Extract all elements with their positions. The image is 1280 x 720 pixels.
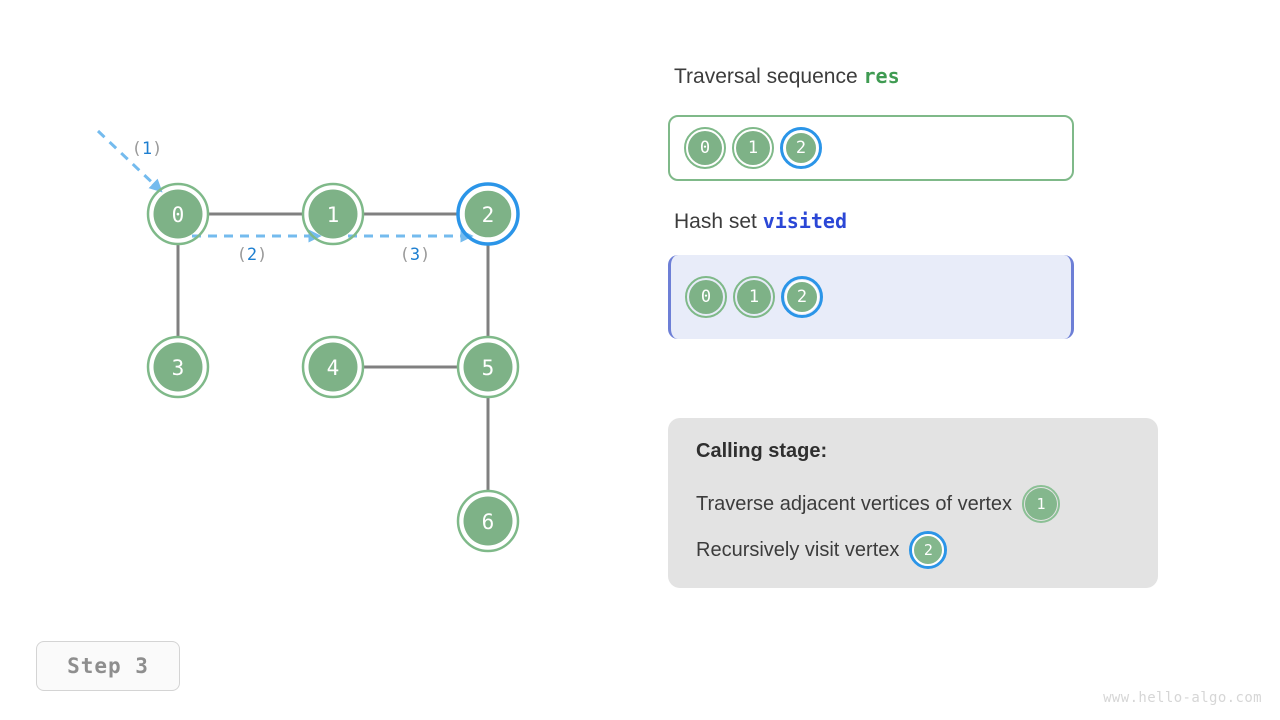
token-ring xyxy=(685,276,727,318)
visited-caption-prefix: Hash set xyxy=(674,210,757,233)
graph-edge-layer xyxy=(176,212,490,491)
token-label: 2 xyxy=(796,287,808,307)
step-badge: Step 3 xyxy=(36,641,180,691)
traversal-order-label: (3) xyxy=(400,245,431,265)
graph-node[interactable]: 5 xyxy=(456,335,520,399)
graph-node[interactable]: 6 xyxy=(456,489,520,553)
graph-node[interactable]: 4 xyxy=(301,335,365,399)
node-outer-ring xyxy=(301,182,365,246)
node-label: 2 xyxy=(482,203,495,227)
token-fill xyxy=(784,131,818,165)
badge-ring xyxy=(909,531,948,569)
calling-stage-line: Recursively visit vertex 2 xyxy=(696,531,1130,569)
token-ring xyxy=(732,127,774,169)
token-label: 0 xyxy=(700,287,712,307)
graph-panel: 0 1 2 3 4 5 6 (1) (2) (3) Step 3 xyxy=(36,129,520,691)
node-label: 1 xyxy=(327,203,340,227)
calling-stage-vertex-badge: 2 xyxy=(909,531,948,569)
node-fill xyxy=(153,189,203,239)
token-label: 0 xyxy=(699,138,711,158)
visited-token: 2 xyxy=(781,276,823,318)
node-outer-ring xyxy=(301,335,365,399)
traversal-arrow xyxy=(96,129,163,193)
node-fill xyxy=(308,342,358,392)
calling-stage-line: Traverse adjacent vertices of vertex 1 xyxy=(696,485,1130,523)
visited-token: 0 xyxy=(685,276,727,318)
visited-caption: Hash set visited xyxy=(674,209,847,234)
token-fill xyxy=(736,131,770,165)
visited-box: 0 1 2 xyxy=(668,255,1074,339)
graph-node[interactable]: 2 xyxy=(456,182,520,246)
graph-node[interactable]: 3 xyxy=(146,335,210,399)
node-label: 3 xyxy=(172,356,185,380)
token-fill xyxy=(737,280,771,314)
node-fill xyxy=(308,189,358,239)
graph-arrow-label-layer: (1) (2) (3) xyxy=(132,139,431,265)
token-label: 1 xyxy=(747,138,759,158)
token-label: 2 xyxy=(795,138,807,158)
node-label: 5 xyxy=(482,356,495,380)
token-ring xyxy=(780,127,822,169)
graph-node[interactable]: 1 xyxy=(301,182,365,246)
graph-node-layer: 0 1 2 3 4 5 6 xyxy=(146,182,520,553)
calling-stage-vertex-badge: 1 xyxy=(1022,485,1061,523)
calling-stage-line-text: Traverse adjacent vertices of vertex xyxy=(696,492,1013,515)
graph-canvas: 0 1 2 3 4 5 6 (1) (2) (3) xyxy=(96,129,520,553)
res-caption-code: res xyxy=(863,64,900,88)
node-label: 6 xyxy=(482,510,495,534)
node-fill xyxy=(463,342,513,392)
node-outer-ring xyxy=(146,182,210,246)
node-label: 4 xyxy=(327,356,340,380)
badge-ring xyxy=(1022,485,1061,523)
res-caption-prefix: Traversal sequence xyxy=(674,65,858,88)
token-ring xyxy=(684,127,726,169)
token-fill xyxy=(785,280,819,314)
res-token: 1 xyxy=(732,127,774,169)
calling-stage-panel: Calling stage: Traverse adjacent vertice… xyxy=(668,418,1158,588)
visited-token: 1 xyxy=(733,276,775,318)
badge-label: 1 xyxy=(1036,495,1046,513)
token-ring xyxy=(781,276,823,318)
token-fill xyxy=(688,131,722,165)
right-panel: Traversal sequence res 0 1 2 Hash set visi… xyxy=(668,0,1228,720)
graph-node[interactable]: 0 xyxy=(146,182,210,246)
token-fill xyxy=(689,280,723,314)
node-fill xyxy=(153,342,203,392)
node-label: 0 xyxy=(172,203,185,227)
badge-fill xyxy=(1025,488,1058,520)
node-outer-ring xyxy=(146,335,210,399)
visited-caption-code: visited xyxy=(762,209,848,233)
calling-stage-title: Calling stage: xyxy=(696,440,828,462)
watermark: www.hello-algo.com xyxy=(1103,690,1262,706)
res-token: 0 xyxy=(684,127,726,169)
node-outer-ring xyxy=(456,489,520,553)
node-outer-ring xyxy=(456,335,520,399)
node-fill xyxy=(463,496,513,546)
node-fill xyxy=(462,188,514,240)
badge-label: 2 xyxy=(923,541,933,559)
step-badge-label: Step 3 xyxy=(67,654,149,678)
node-highlight-ring xyxy=(456,182,520,246)
res-token: 2 xyxy=(780,127,822,169)
graph-arrow-layer xyxy=(96,129,474,243)
calling-stage-line-text: Recursively visit vertex xyxy=(696,538,900,561)
traversal-order-label: (2) xyxy=(237,245,268,265)
traversal-order-label: (1) xyxy=(132,139,163,159)
token-label: 1 xyxy=(748,287,760,307)
res-caption: Traversal sequence res xyxy=(674,64,900,89)
res-box: 0 1 2 xyxy=(668,115,1074,181)
badge-fill xyxy=(912,534,945,566)
token-ring xyxy=(733,276,775,318)
